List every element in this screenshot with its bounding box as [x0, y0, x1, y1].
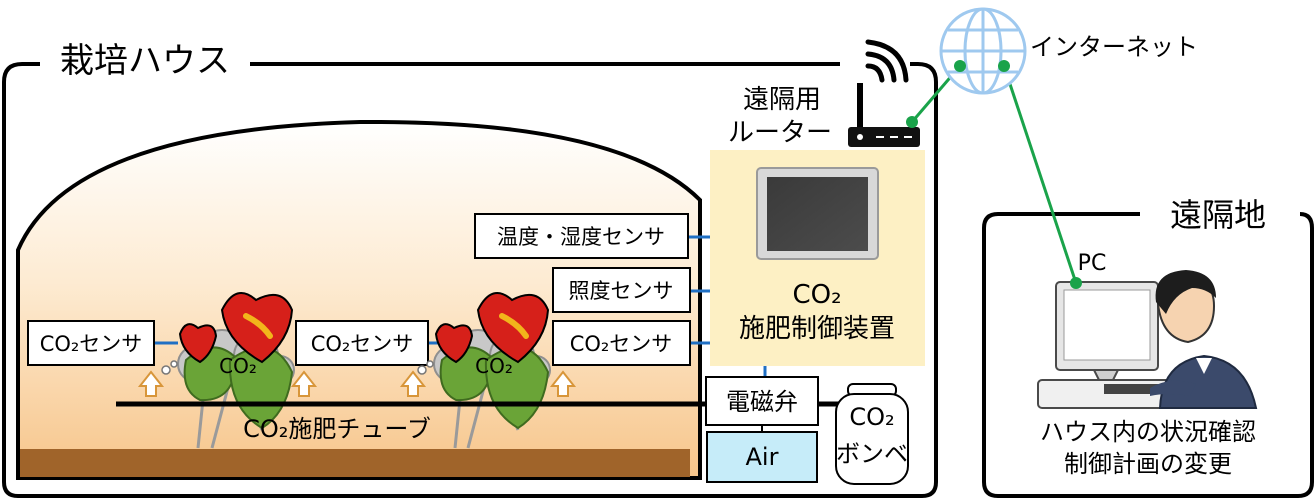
co2-cloud-1-label: CO₂ — [219, 354, 257, 378]
sensor-co2-left: CO₂センサ — [27, 320, 155, 366]
globe-icon — [939, 7, 1027, 95]
greenhouse-title: 栽培ハウス — [60, 41, 230, 81]
pc-label: PC — [1078, 251, 1107, 276]
monitor-icon — [756, 167, 879, 260]
sensor-co2-right: CO₂センサ — [552, 320, 691, 366]
air-supply-label: Air — [746, 443, 779, 471]
sensor-temp-humidity: 温度・湿度センサ — [474, 213, 689, 259]
globe-connector — [998, 60, 1010, 72]
controller-label-line1: CO₂ — [792, 280, 841, 310]
co2-flow-arrows — [137, 370, 577, 397]
controller-label-line2: 施肥制御装置 — [739, 314, 895, 344]
sensor-temp-humidity-label: 温度・湿度センサ — [497, 225, 665, 249]
sensor-co2-mid-label: CO₂センサ — [311, 332, 414, 356]
router-label-line1: 遠隔用 — [743, 85, 821, 115]
router-label-line2: ルーター — [728, 118, 832, 148]
sensor-co2-right-label: CO₂センサ — [570, 332, 673, 356]
sensor-illuminance-label: 照度センサ — [569, 279, 674, 303]
co2-cylinder-label-line2: ボンベ — [836, 440, 908, 468]
pc-connector — [1070, 277, 1082, 289]
person-icon — [1150, 270, 1258, 409]
solenoid-valve-label: 電磁弁 — [726, 388, 798, 416]
remote-caption-line1: ハウス内の状況確認 — [1040, 418, 1256, 446]
remote-caption-line2: 制御計画の変更 — [1064, 450, 1232, 478]
co2-tube-label: CO₂施肥チューブ — [243, 415, 431, 443]
router-connector — [906, 116, 918, 128]
sensor-co2-mid: CO₂センサ — [295, 320, 429, 366]
pc-icon — [1037, 281, 1185, 409]
sensor-illuminance: 照度センサ — [552, 267, 691, 313]
internet-label: インターネット — [1030, 33, 1198, 61]
globe-connector — [954, 60, 966, 72]
router-icon — [848, 83, 920, 147]
co2-cylinder: CO₂ ボンベ — [835, 383, 909, 485]
solenoid-valve: 電磁弁 — [705, 376, 819, 426]
co2-cloud-2-label: CO₂ — [475, 354, 513, 378]
co2-cylinder-label-line1: CO₂ — [849, 403, 894, 431]
plant-1 — [161, 291, 295, 449]
greenhouse-frame — [2, 62, 938, 498]
remote-site-frame — [982, 212, 1314, 498]
wifi-icon — [865, 39, 909, 83]
air-supply: Air — [706, 431, 818, 483]
sensor-co2-left-label: CO₂センサ — [40, 332, 143, 356]
plant-2 — [417, 291, 551, 449]
remote-site-title: 遠隔地 — [1170, 196, 1266, 234]
soil — [20, 449, 690, 477]
